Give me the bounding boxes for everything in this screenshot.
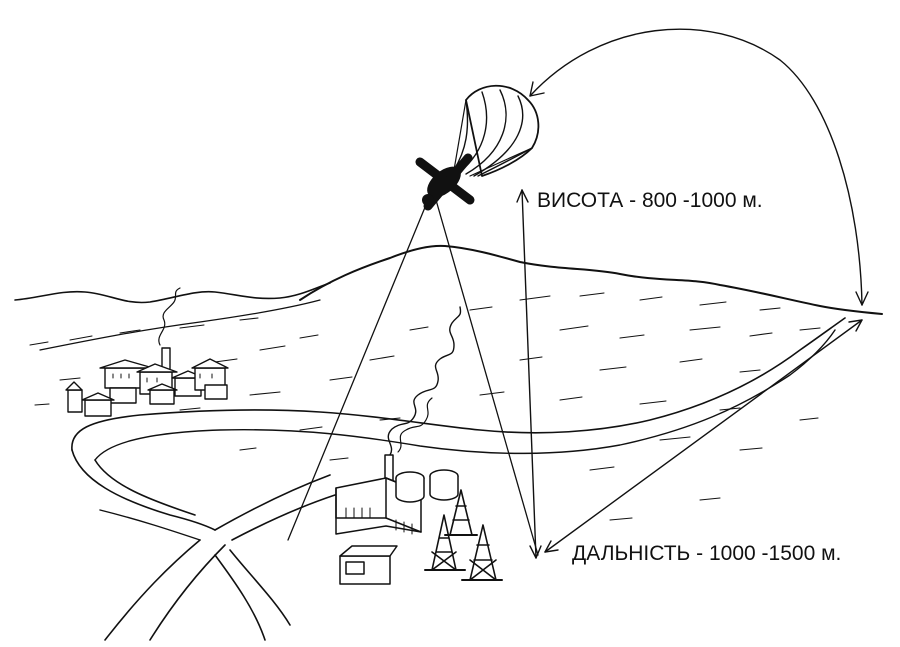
factory-smoke — [387, 306, 462, 456]
factory-smoke-2 — [397, 397, 433, 453]
height-arrow — [516, 189, 542, 559]
road-right-2 — [231, 494, 336, 541]
road-right — [214, 474, 331, 531]
road-down-left — [104, 539, 201, 641]
road-down-left-2 — [149, 544, 226, 641]
factory-icon — [335, 454, 459, 585]
sensor-cone — [287, 199, 539, 556]
road-left-1 — [71, 449, 216, 531]
village-icon — [65, 287, 229, 417]
landscape — [14, 244, 883, 641]
height-label: ВИСОТА - 800 -1000 м. — [537, 189, 763, 212]
trajectory-arc-arrow — [529, 28, 869, 306]
far-hills-left — [14, 282, 331, 304]
road-south-2 — [214, 554, 266, 641]
range-label: ДАЛЬНІСТЬ - 1000 -1500 м. — [572, 542, 841, 565]
oil-derrick-icon — [424, 489, 503, 581]
range-arrow — [544, 319, 863, 553]
valley-road-inner — [94, 329, 836, 461]
parachute-munition-icon — [415, 84, 540, 211]
hill-slope — [39, 299, 321, 351]
road-south — [229, 549, 291, 626]
main-mountain-ridge — [299, 244, 883, 315]
road-west — [99, 509, 201, 541]
terrain-hatching — [29, 292, 821, 521]
munition-body — [415, 153, 475, 211]
valley-road — [71, 317, 846, 451]
road-left-2 — [94, 459, 196, 516]
